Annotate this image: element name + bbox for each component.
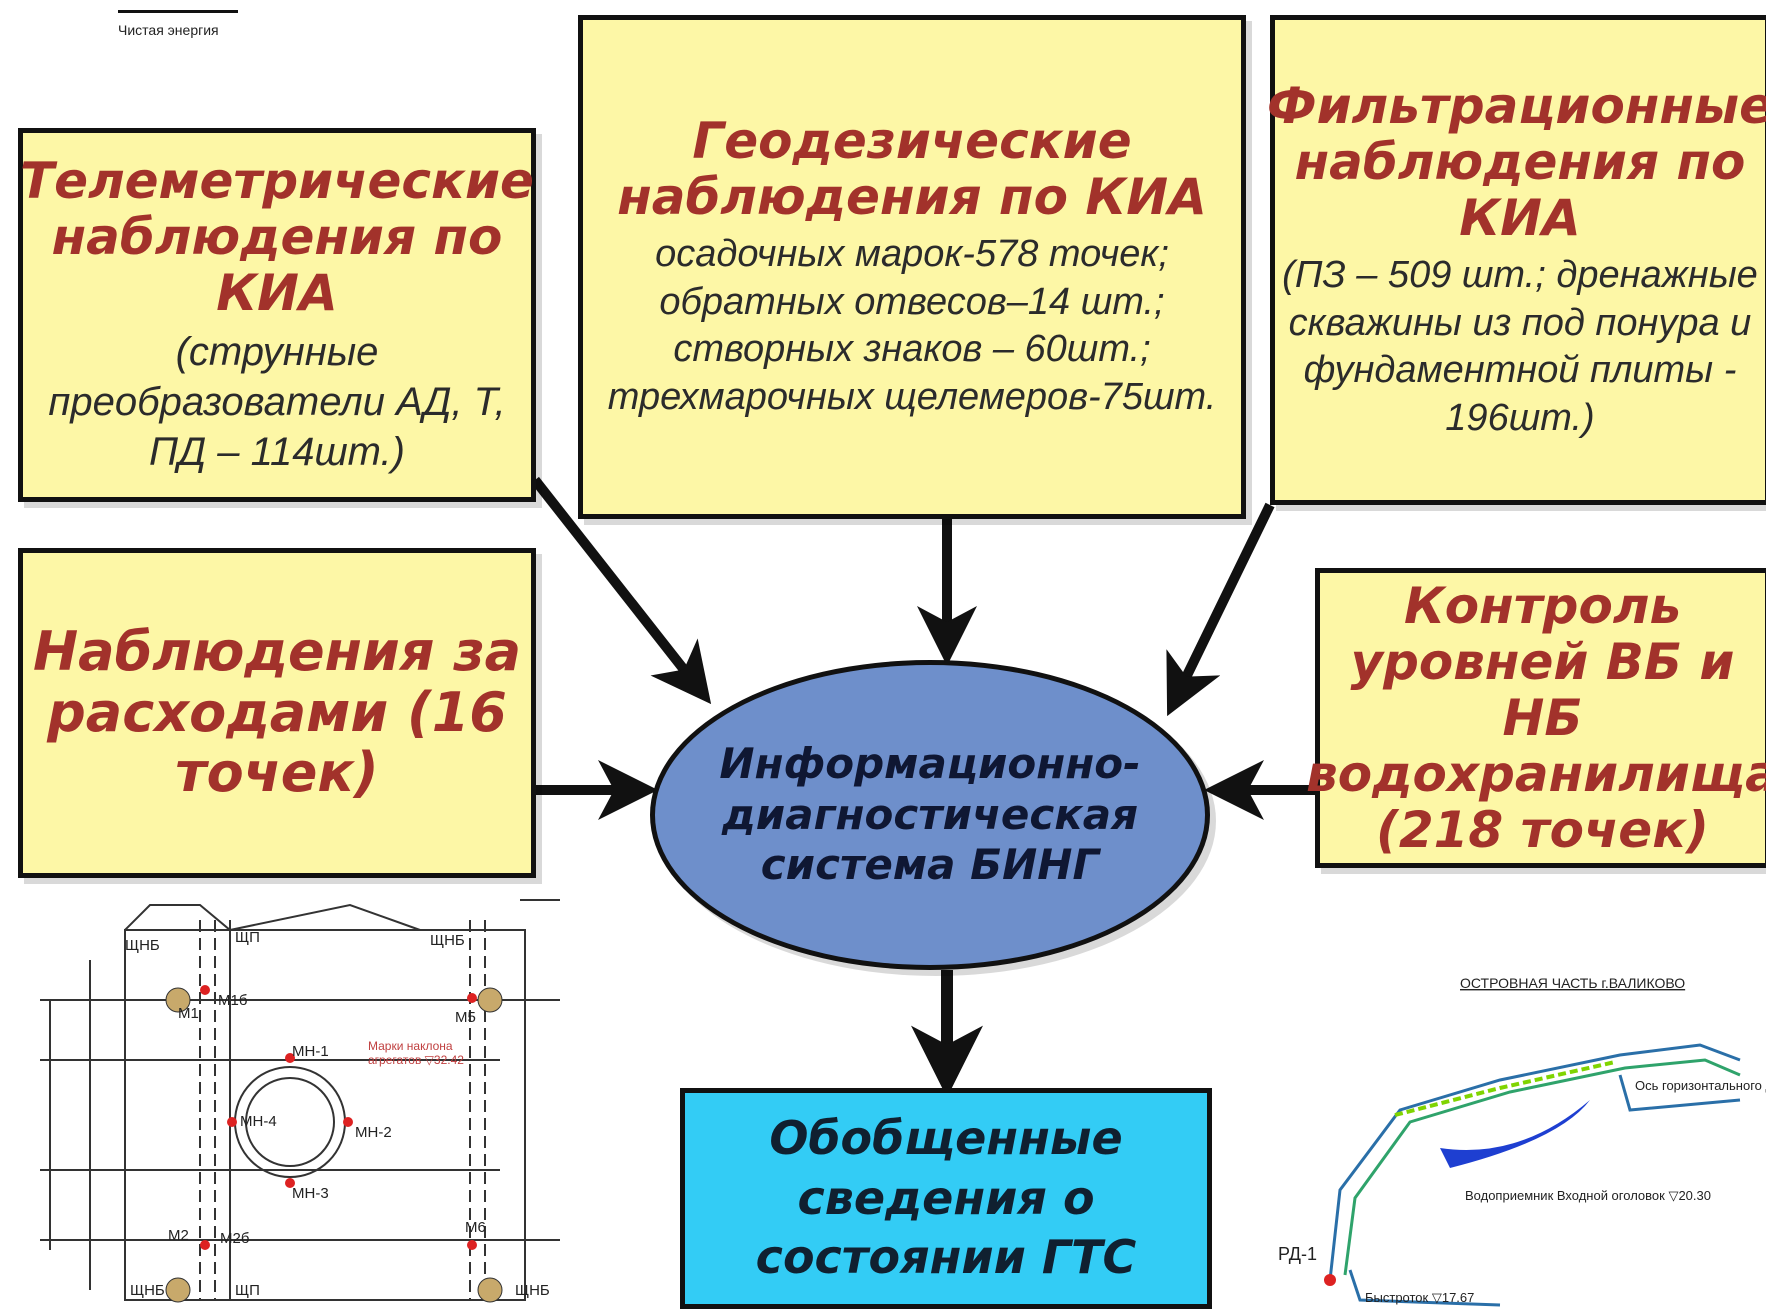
logo-mark [118,0,238,13]
arrow-telemetry-to-center [531,476,712,705]
box-geodetic: Геодезические наблюдения по КИА осадочны… [578,15,1246,519]
box-filtration-desc: (ПЗ – 509 шт.; дренажные скважины из под… [1282,254,1758,439]
box-filtration-title: Фильтрационные наблюдения по КИА [1266,77,1766,247]
arrow-filtration-to-center [1166,502,1275,717]
box-levels-title: Контроль уровней ВБ и НБ водохранилища (… [1306,577,1766,859]
box-telemetry-desc: (струнные преобразователи АД, Т, ПД – 11… [48,330,506,474]
box-telemetry: Телеметрические наблюдения по КИА (струн… [18,128,536,502]
box-filtration: Фильтрационные наблюдения по КИА (ПЗ – 5… [1266,15,1766,505]
box-levels: Контроль уровней ВБ и НБ водохранилища (… [1306,568,1766,868]
center-ellipse: Информационно-диагностическая система БИ… [650,660,1210,970]
center-label: Информационно-диагностическая система БИ… [719,739,1141,890]
box-flow: Наблюдения за расходами (16 точек) [18,548,536,878]
box-geodetic-desc: осадочных марок-578 точек; обратных отве… [607,233,1217,418]
box-telemetry-title: Телеметрические наблюдения по КИА [20,152,534,322]
result-box: Обобщенные сведения о состоянии ГТС [680,1088,1212,1309]
result-label: Обобщенные сведения о состоянии ГТС [755,1110,1137,1285]
box-flow-title: Наблюдения за расходами (16 точек) [32,620,522,805]
box-geodetic-title: Геодезические наблюдения по КИА [617,112,1207,226]
corner-caption: Чистая энергия [118,22,219,38]
